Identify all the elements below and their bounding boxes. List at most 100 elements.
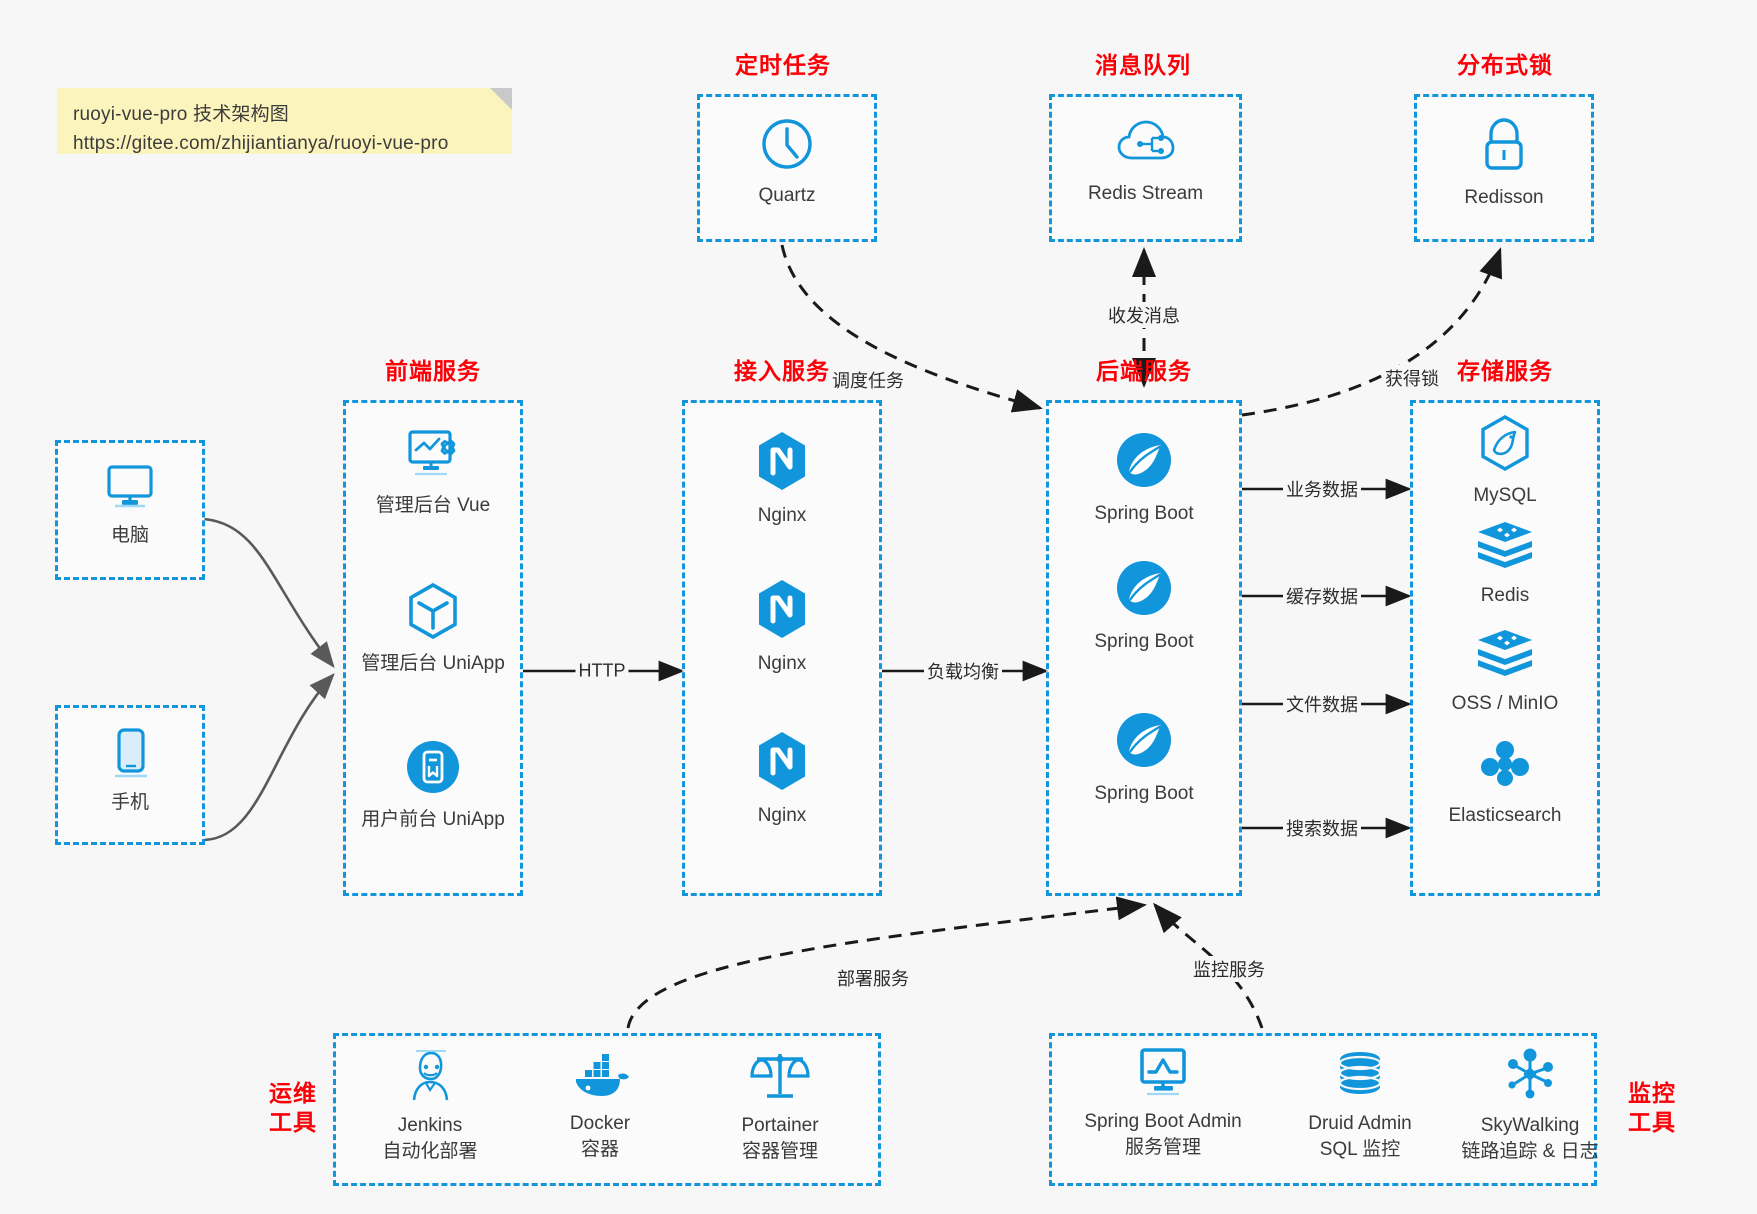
node-spring-boot-admin[interactable]: Spring Boot Admin 服务管理 xyxy=(1055,1046,1271,1160)
node-druid-admin[interactable]: Druid Admin SQL 监控 xyxy=(1275,1050,1445,1162)
edge-label-business-data: 业务数据 xyxy=(1283,476,1361,502)
spring-boot-icon xyxy=(1114,558,1174,623)
group-title-lock: 分布式锁 xyxy=(1457,52,1553,78)
node-label-portainer: Portainer xyxy=(741,1115,819,1136)
node-label-nginx-2: Nginx xyxy=(757,653,807,674)
node-label-docker: Docker xyxy=(569,1113,631,1134)
node-springboot-1[interactable]: Spring Boot xyxy=(1046,430,1242,527)
note-title: ruoyi-vue-pro 技术架构图 xyxy=(73,104,290,125)
node-springboot-2[interactable]: Spring Boot xyxy=(1046,558,1242,655)
node-label-skywalking: SkyWalking xyxy=(1480,1115,1580,1136)
node-label-mobile: 手机 xyxy=(110,792,149,813)
group-title-gateway: 接入服务 xyxy=(734,358,830,384)
node-label-redisson: Redisson xyxy=(1464,187,1544,208)
clock-icon xyxy=(759,116,815,177)
note-fold-corner xyxy=(490,88,512,110)
monitor-chart-icon xyxy=(1134,1046,1192,1103)
node-label-springboot-2: Spring Boot xyxy=(1094,631,1194,652)
node-oss-minio[interactable]: OSS / MinIO xyxy=(1410,628,1600,717)
nginx-icon xyxy=(754,730,810,797)
mysql-dolphin-icon xyxy=(1477,414,1533,477)
object-storage-icon xyxy=(1474,628,1536,685)
node-sub-docker: 容器 xyxy=(580,1138,619,1160)
elasticsearch-icon xyxy=(1476,736,1534,797)
padlock-icon xyxy=(1476,116,1532,179)
node-admin-vue[interactable]: 管理后台 Vue xyxy=(343,428,523,519)
group-title-devops-line1: 运维 xyxy=(269,1080,317,1106)
node-mobile[interactable]: 手机 xyxy=(55,727,205,816)
node-label-desktop: 电脑 xyxy=(110,525,149,546)
node-label-mysql: MySQL xyxy=(1473,485,1537,506)
note-url: https://gitee.com/zhijiantianya/ruoyi-vu… xyxy=(73,133,449,155)
group-frontend xyxy=(343,400,523,896)
node-desktop[interactable]: 电脑 xyxy=(55,462,205,549)
node-label-user-uniapp: 用户前台 UniApp xyxy=(361,809,505,830)
scales-balance-icon xyxy=(749,1046,811,1107)
node-nginx-1[interactable]: Nginx xyxy=(682,430,882,529)
node-springboot-3[interactable]: Spring Boot xyxy=(1046,710,1242,807)
node-label-springboot-1: Spring Boot xyxy=(1094,503,1194,524)
node-portainer[interactable]: Portainer 容器管理 xyxy=(690,1046,870,1164)
group-title-monitoring-line2: 工具 xyxy=(1628,1108,1676,1135)
node-label-redis-stream: Redis Stream xyxy=(1087,183,1204,204)
node-sub-skywalking: 链路追踪 & 日志 xyxy=(1461,1140,1599,1162)
spring-boot-icon xyxy=(1114,710,1174,775)
node-user-uniapp[interactable]: 用户前台 UniApp xyxy=(343,738,523,833)
node-label-druid-admin: Druid Admin xyxy=(1308,1113,1412,1134)
node-mysql[interactable]: MySQL xyxy=(1410,414,1600,509)
group-title-monitoring-line1: 监控 xyxy=(1628,1080,1676,1106)
sticky-note: ruoyi-vue-pro 技术架构图 https://gitee.com/zh… xyxy=(57,88,512,154)
node-label-quartz: Quartz xyxy=(758,185,816,206)
node-label-jenkins: Jenkins xyxy=(397,1115,463,1136)
docker-whale-icon xyxy=(568,1052,632,1105)
node-label-admin-uniapp: 管理后台 UniApp xyxy=(361,653,505,674)
node-label-elasticsearch: Elasticsearch xyxy=(1448,805,1562,826)
nginx-icon xyxy=(754,430,810,497)
edge-label-search-data: 搜索数据 xyxy=(1283,815,1361,841)
group-title-storage: 存储服务 xyxy=(1457,358,1553,384)
node-nginx-3[interactable]: Nginx xyxy=(682,730,882,829)
node-label-nginx-1: Nginx xyxy=(757,505,807,526)
redis-stack-icon xyxy=(1474,520,1536,577)
spring-boot-icon xyxy=(1114,430,1174,495)
node-skywalking[interactable]: SkyWalking 链路追踪 & 日志 xyxy=(1420,1046,1640,1164)
group-title-monitoring: 监控 工具 xyxy=(1612,1079,1692,1137)
edge-label-send-receive-message: 收发消息 xyxy=(1105,302,1183,328)
group-title-devops: 运维 工具 xyxy=(258,1079,328,1137)
node-sub-druid-admin: SQL 监控 xyxy=(1319,1138,1401,1160)
group-title-scheduler: 定时任务 xyxy=(735,52,831,78)
desktop-monitor-icon xyxy=(103,462,157,517)
node-nginx-2[interactable]: Nginx xyxy=(682,578,882,677)
group-title-backend: 后端服务 xyxy=(1096,358,1192,384)
node-redis[interactable]: Redis xyxy=(1410,520,1600,609)
group-title-frontend: 前端服务 xyxy=(385,358,481,384)
node-quartz[interactable]: Quartz xyxy=(697,116,877,209)
group-client-desktop xyxy=(55,440,205,580)
mobile-app-icon xyxy=(404,738,462,801)
node-elasticsearch[interactable]: Elasticsearch xyxy=(1410,736,1600,829)
node-redis-stream[interactable]: Redis Stream xyxy=(1049,118,1242,207)
node-sub-portainer: 容器管理 xyxy=(741,1140,818,1162)
edge-label-schedule-task: 调度任务 xyxy=(829,367,907,393)
node-label-springboot-3: Spring Boot xyxy=(1094,783,1194,804)
cloud-stream-icon xyxy=(1116,118,1176,175)
node-docker[interactable]: Docker 容器 xyxy=(515,1052,685,1162)
hexagon-cube-icon xyxy=(405,582,461,645)
group-title-devops-line2: 工具 xyxy=(269,1108,317,1135)
jenkins-butler-icon xyxy=(402,1046,458,1107)
node-label-redis: Redis xyxy=(1480,585,1530,606)
node-jenkins[interactable]: Jenkins 自动化部署 xyxy=(345,1046,515,1164)
smartphone-icon xyxy=(107,727,153,784)
node-admin-uniapp[interactable]: 管理后台 UniApp xyxy=(343,582,523,677)
edge-label-http: HTTP xyxy=(575,660,629,682)
node-redisson[interactable]: Redisson xyxy=(1414,116,1594,211)
network-nodes-icon xyxy=(1501,1046,1559,1107)
node-label-admin-vue: 管理后台 Vue xyxy=(375,495,491,516)
group-title-mq: 消息队列 xyxy=(1095,52,1191,78)
database-cylinder-icon xyxy=(1332,1050,1388,1105)
group-mq xyxy=(1049,94,1242,242)
edge-label-file-data: 文件数据 xyxy=(1283,691,1361,717)
node-label-spring-boot-admin: Spring Boot Admin xyxy=(1084,1111,1242,1132)
edge-label-load-balance: 负载均衡 xyxy=(924,658,1002,684)
